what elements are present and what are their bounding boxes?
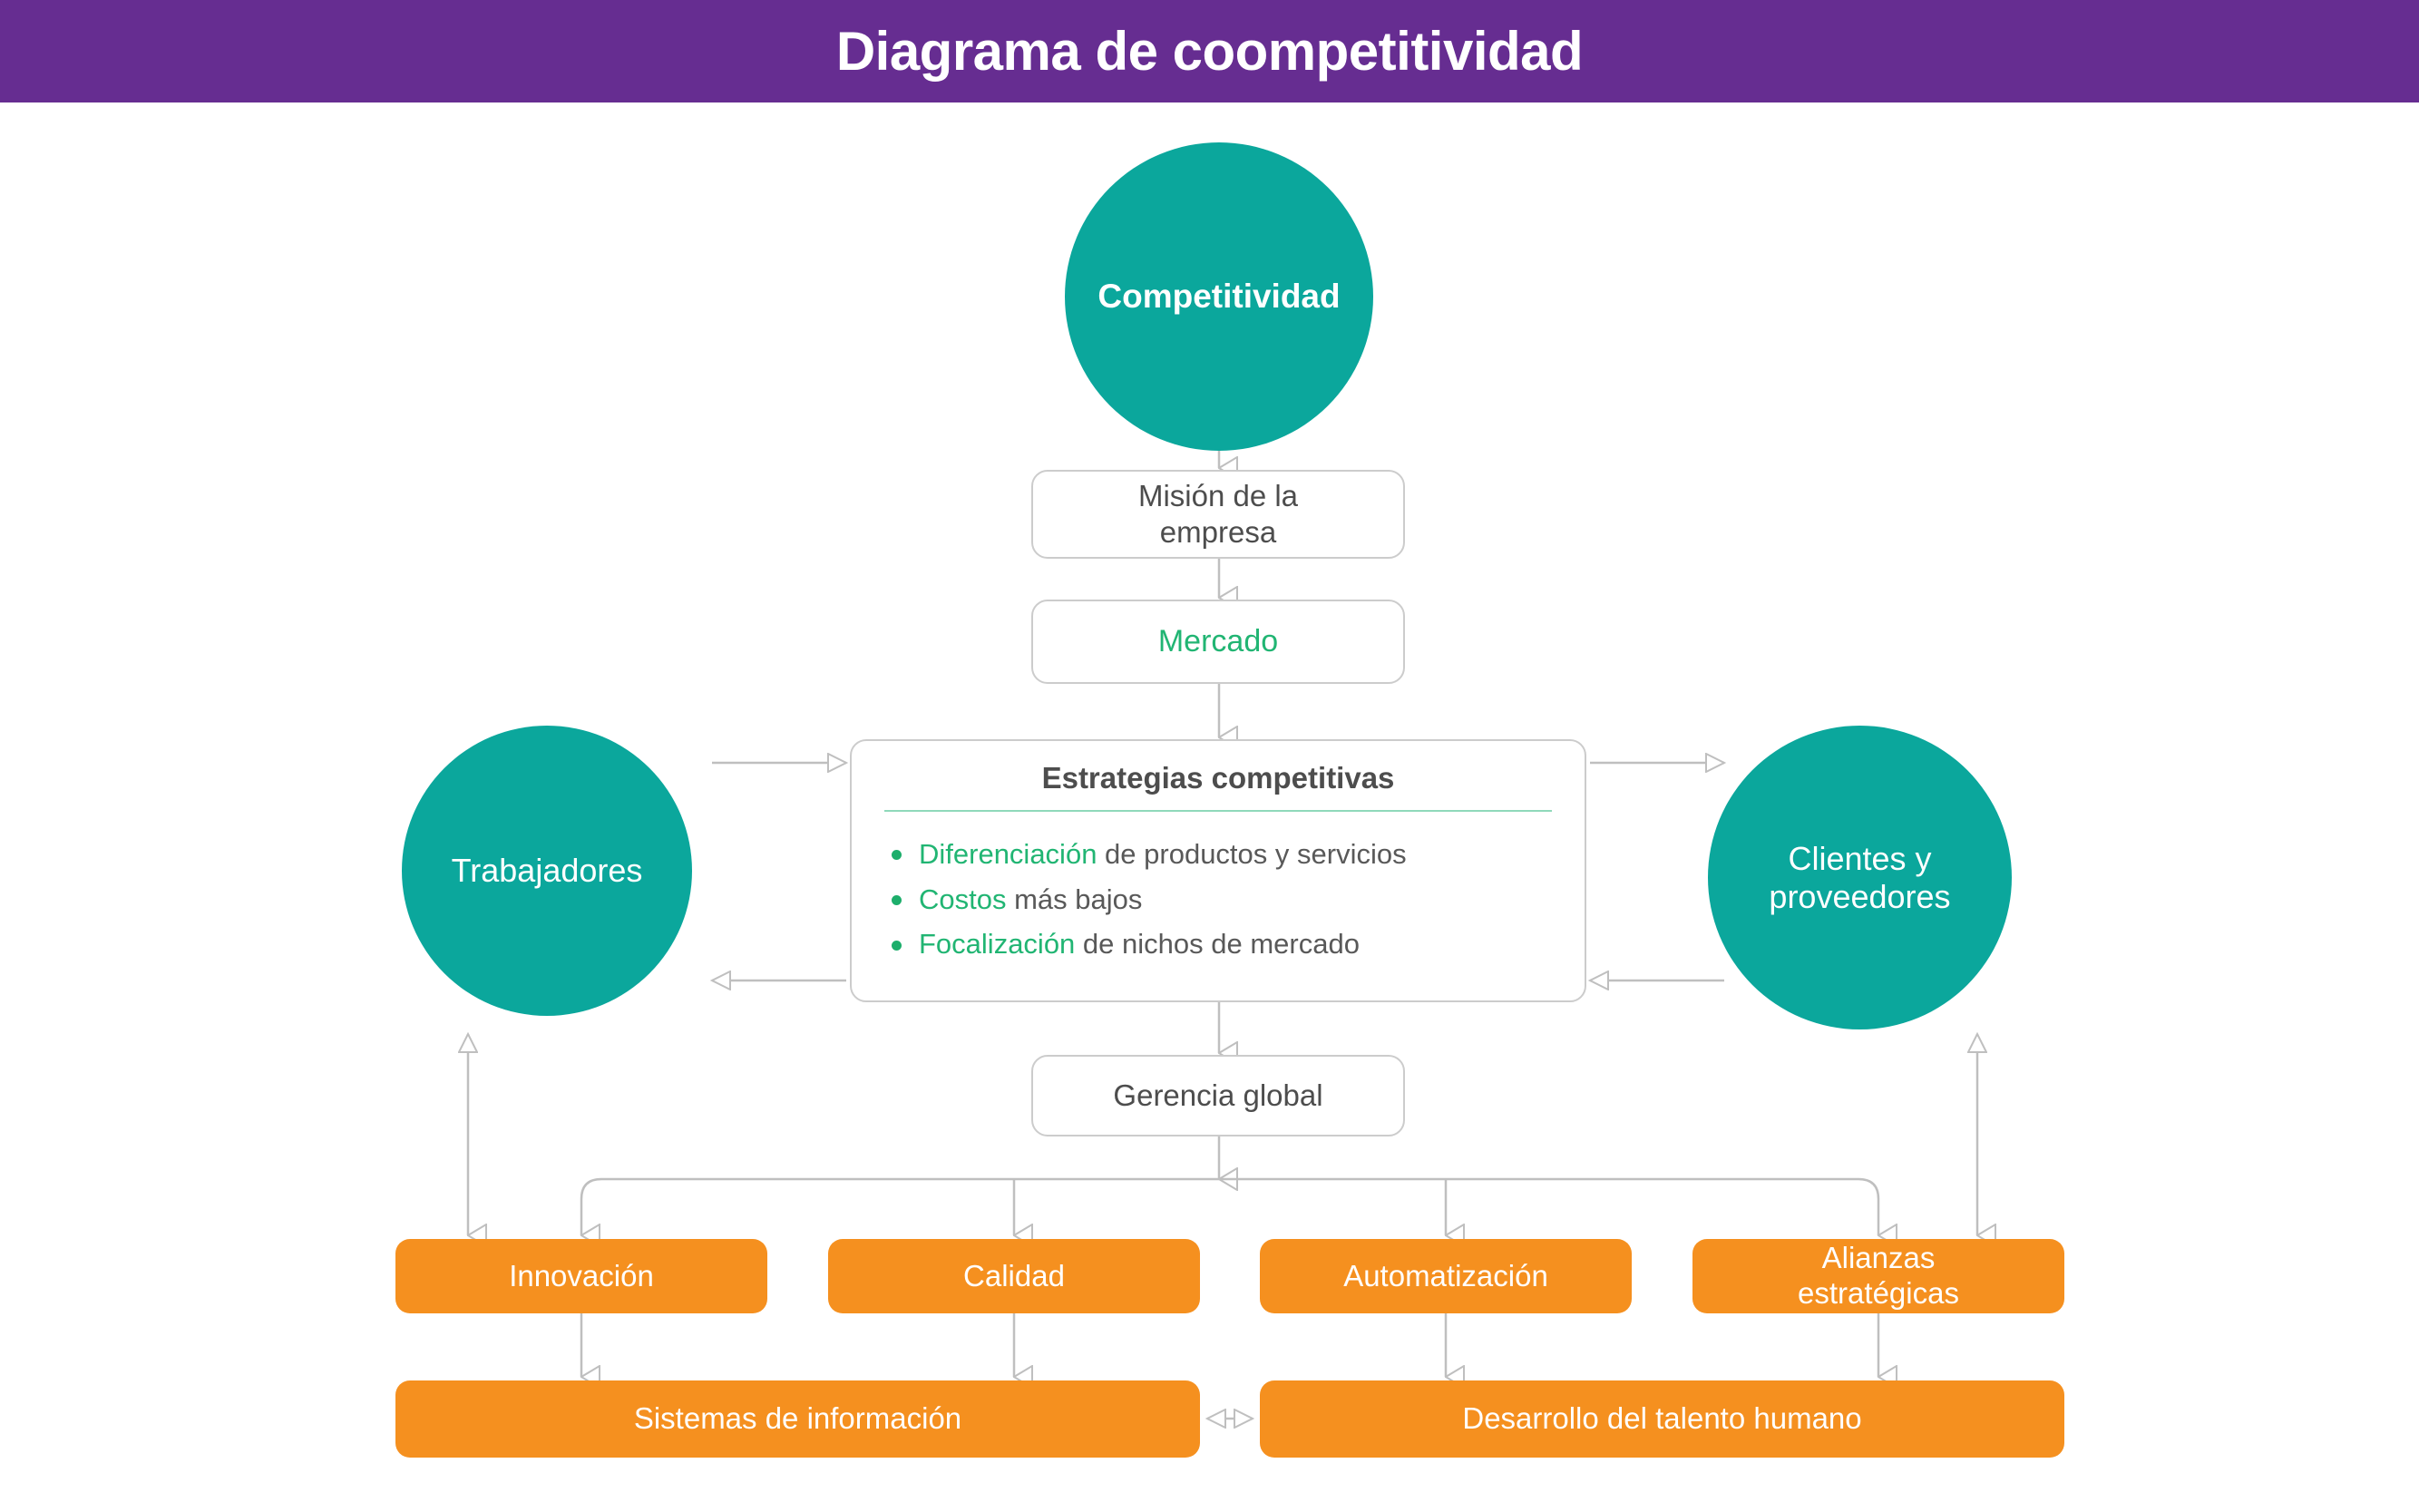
node-mision[interactable]: Misión de la empresa (1031, 470, 1405, 559)
node-trabajadores-label: Trabajadores (451, 852, 643, 890)
estrategias-list: Diferenciación de productos y servicios … (884, 832, 1552, 967)
page-title: Diagrama de coompetitividad (835, 21, 1584, 82)
header-bar (0, 0, 2419, 102)
node-sistemas-de-informacion[interactable]: Sistemas de información (395, 1380, 1200, 1458)
node-gerencia-global[interactable]: Gerencia global (1031, 1055, 1405, 1136)
node-calidad-label: Calidad (963, 1258, 1065, 1293)
node-mercado-label: Mercado (1157, 623, 1279, 658)
node-competitividad[interactable]: Competitividad (1065, 142, 1373, 451)
node-sistemas-label: Sistemas de información (633, 1401, 962, 1436)
node-alianzas-estrategicas[interactable]: Alianzas estratégicas (1692, 1239, 2064, 1313)
estrategias-divider (884, 810, 1552, 812)
strategy-keyword: Diferenciación (919, 838, 1097, 870)
node-desarrollo-label: Desarrollo del talento humano (1462, 1401, 1862, 1436)
bus-left-branch (580, 1177, 1219, 1235)
node-trabajadores[interactable]: Trabajadores (402, 726, 692, 1016)
strategy-item: Costos más bajos (892, 877, 1552, 922)
node-innovacion[interactable]: Innovación (395, 1239, 767, 1313)
strategy-keyword: Costos (919, 883, 1007, 915)
strategy-rest: de productos y servicios (1097, 838, 1407, 870)
node-clientes-label: Clientes y proveedores (1769, 840, 1950, 916)
node-calidad[interactable]: Calidad (828, 1239, 1200, 1313)
node-automatizacion-label: Automatización (1343, 1258, 1548, 1293)
estrategias-title: Estrategias competitivas (1041, 761, 1395, 795)
node-mision-line1: Misión de la (1137, 478, 1299, 512)
node-desarrollo-talento-humano[interactable]: Desarrollo del talento humano (1260, 1380, 2064, 1458)
node-innovacion-label: Innovación (509, 1258, 654, 1293)
node-alianzas-line2: estratégicas (1798, 1276, 1959, 1310)
node-automatizacion[interactable]: Automatización (1260, 1239, 1632, 1313)
bullet-icon (892, 940, 902, 951)
strategy-item: Diferenciación de productos y servicios (892, 832, 1552, 877)
strategy-item: Focalización de nichos de mercado (892, 922, 1552, 967)
node-gerencia-label: Gerencia global (1113, 1078, 1323, 1112)
bus-right-branch (1219, 1177, 1878, 1235)
node-alianzas-line1: Alianzas (1821, 1241, 1936, 1275)
node-alianzas-label: Alianzas estratégicas (1798, 1241, 1959, 1312)
bullet-icon (892, 895, 902, 906)
strategy-rest: más bajos (1006, 883, 1143, 915)
bullet-icon (892, 850, 902, 861)
node-mision-label: Misión de la empresa (1138, 478, 1298, 551)
strategy-keyword: Focalización (919, 928, 1076, 961)
node-clientes-line2: proveedores (1769, 877, 1951, 915)
node-clientes-proveedores[interactable]: Clientes y proveedores (1708, 726, 2012, 1029)
node-estrategias-competitivas[interactable]: Estrategias competitivas Diferenciación … (850, 739, 1586, 1002)
node-competitividad-label: Competitividad (1097, 277, 1341, 315)
node-mision-line2: empresa (1159, 515, 1277, 549)
node-clientes-line1: Clientes y (1788, 839, 1932, 877)
node-mercado[interactable]: Mercado (1031, 600, 1405, 684)
strategy-rest: de nichos de mercado (1075, 928, 1360, 961)
